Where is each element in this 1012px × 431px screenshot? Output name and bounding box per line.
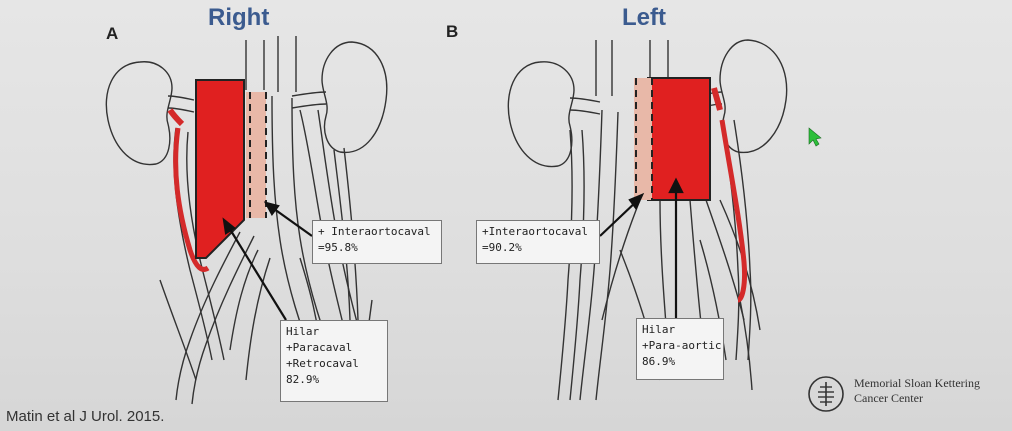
callout-a-interaortocaval-line1: + Interaortocaval xyxy=(318,225,431,238)
panel-a-title: Right xyxy=(208,4,270,31)
panel-b-arrows xyxy=(599,177,684,318)
callout-b-hilar-line3: 86.9% xyxy=(642,355,676,368)
panel-b-letter: B xyxy=(446,22,459,41)
panel-a-arrows xyxy=(222,201,313,321)
callout-a-hilar-line4: 82.9% xyxy=(286,373,320,386)
callout-a-hilar-line1: Hilar xyxy=(286,325,320,338)
panel-a-left-kidney xyxy=(321,41,388,154)
callout-b-interaortocaval-line2: =90.2% xyxy=(482,241,522,254)
mskcc-logo-line1: Memorial Sloan Kettering xyxy=(854,376,980,390)
callout-b-hilar-line1: Hilar xyxy=(642,323,676,336)
panel-b-right-kidney xyxy=(507,61,575,168)
panel-b-left-kidney xyxy=(719,39,788,154)
mskcc-logo: Memorial Sloan Kettering Cancer Center xyxy=(806,374,980,414)
panel-b-anatomy xyxy=(507,39,788,401)
panel-a-letter: A xyxy=(106,24,119,43)
panel-b-interaortocaval-zone xyxy=(634,78,652,200)
callout-a-interaortocaval: + Interaortocaval =95.8% xyxy=(312,220,442,264)
mskcc-logo-line2: Cancer Center xyxy=(854,391,923,405)
callout-a-hilar-line3: +Retrocaval xyxy=(286,357,359,370)
callout-a-hilar: Hilar +Paracaval +Retrocaval 82.9% xyxy=(280,320,388,402)
mskcc-emblem-icon xyxy=(808,376,844,412)
callout-b-hilar: Hilar +Para-aortic 86.9% xyxy=(636,318,724,380)
callout-b-hilar-line2: +Para-aortic xyxy=(642,339,722,352)
citation: Matin et al J Urol. 2015. xyxy=(6,408,165,425)
callout-a-interaortocaval-line2: =95.8% xyxy=(318,241,358,254)
panel-b-title: Left xyxy=(622,4,666,31)
panel-b-left-ureter xyxy=(719,119,747,303)
mskcc-logo-text: Memorial Sloan Kettering Cancer Center xyxy=(854,376,980,406)
panel-b-template-red xyxy=(647,77,711,201)
panel-a-right-ureter xyxy=(173,127,210,272)
panel-a-interaortocaval-zone xyxy=(246,92,266,218)
callout-a-hilar-line2: +Paracaval xyxy=(286,341,353,354)
callout-b-interaortocaval-line1: +Interaortocaval xyxy=(482,225,588,238)
callout-b-interaortocaval: +Interaortocaval =90.2% xyxy=(476,220,600,264)
cursor-icon xyxy=(808,127,822,147)
panel-a-right-kidney xyxy=(105,61,173,166)
panel-a-template-red xyxy=(195,79,245,259)
